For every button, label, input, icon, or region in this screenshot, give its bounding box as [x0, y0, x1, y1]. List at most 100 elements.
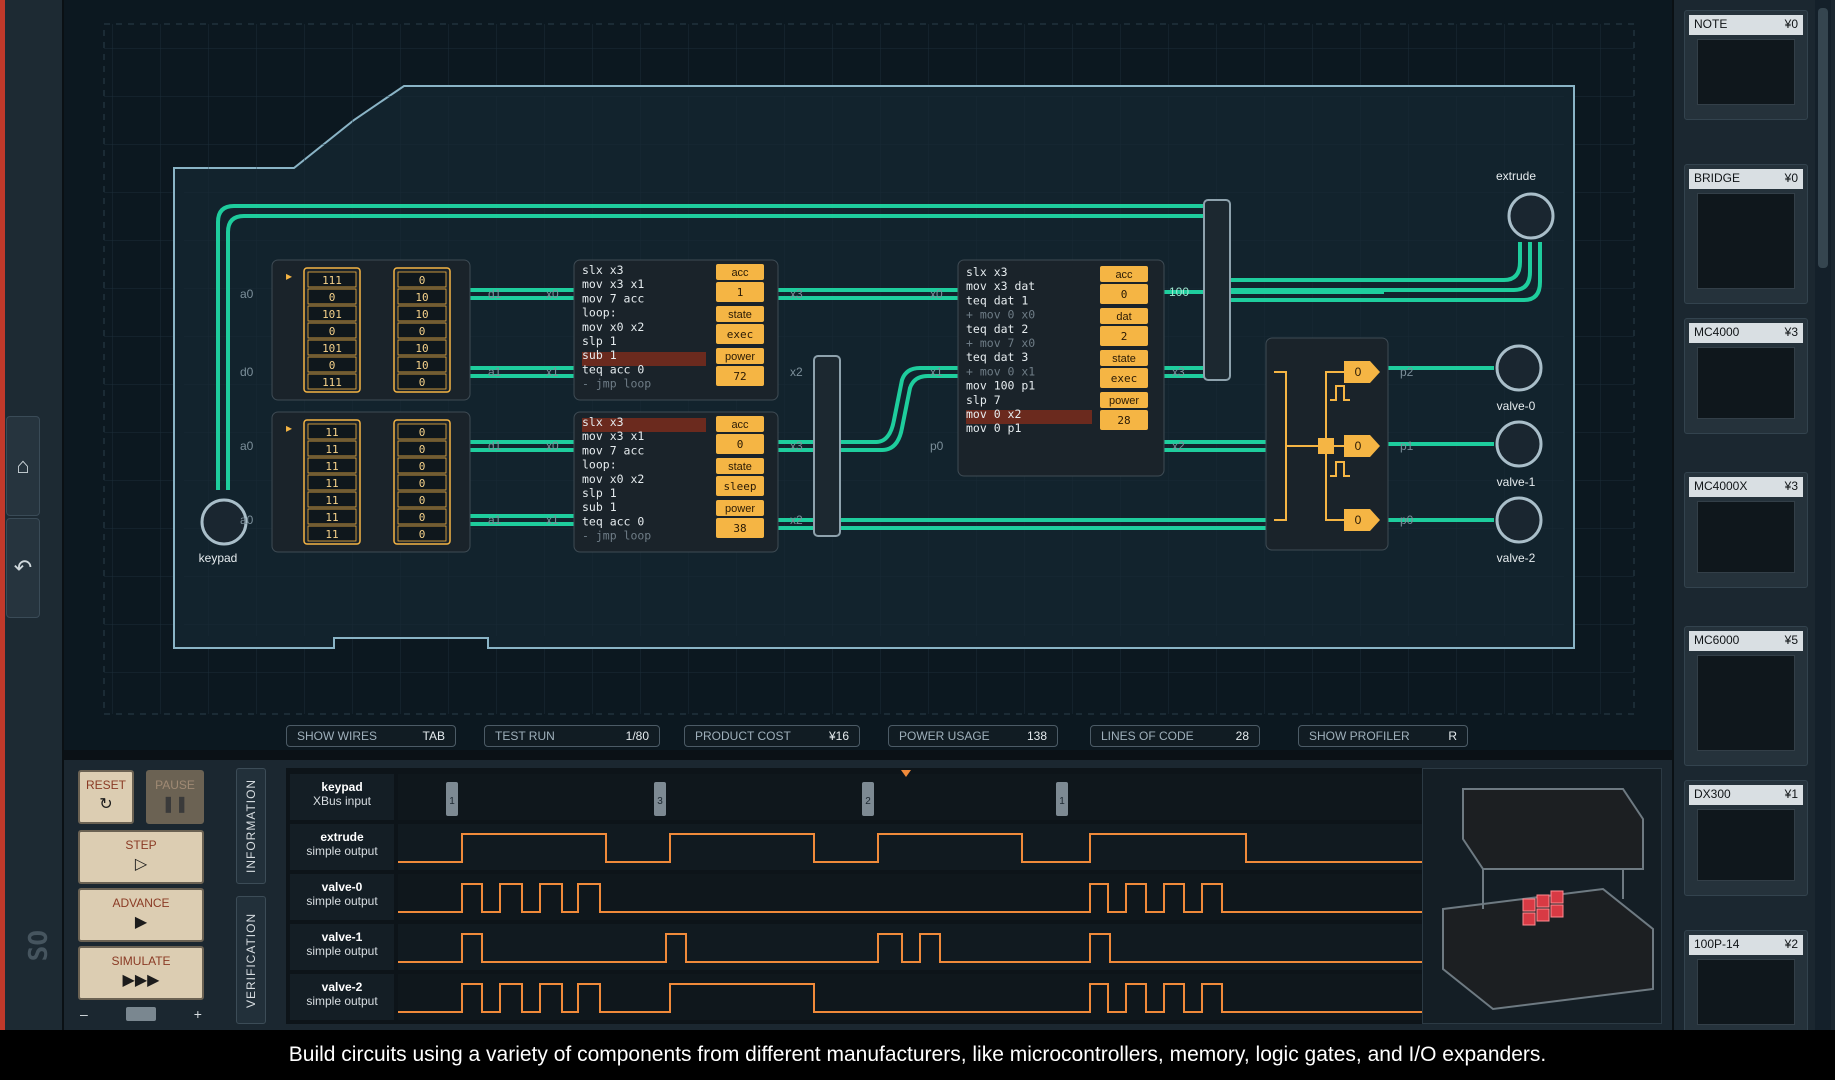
- signal-lane: [398, 874, 1422, 920]
- signal-type: simple output: [306, 894, 378, 908]
- palette-item-mc6000[interactable]: MC6000¥5: [1684, 626, 1808, 766]
- signal-name: valve-2: [321, 980, 363, 994]
- valve-2-pin[interactable]: [1495, 496, 1543, 544]
- code-line: teq acc 0: [582, 514, 644, 528]
- palette-item-name: NOTE: [1694, 17, 1728, 31]
- port-label: x3: [790, 287, 803, 301]
- register-value: 0: [1121, 288, 1128, 301]
- palette-item-mc4000x[interactable]: MC4000X¥3: [1684, 472, 1808, 588]
- register-value: exec: [1111, 372, 1138, 385]
- waveform-line: [398, 983, 1422, 1013]
- memory-value: 11: [325, 528, 338, 541]
- tab-verification[interactable]: VERIFICATION: [236, 896, 266, 1024]
- memory-value: 0: [419, 511, 426, 524]
- code-line: mov 7 acc: [582, 291, 644, 305]
- port-label: p1: [1400, 439, 1414, 453]
- extrude-pin[interactable]: [1507, 192, 1555, 240]
- register-label-box: [716, 306, 764, 322]
- register-label-box: [1100, 266, 1148, 282]
- memory-column: [303, 419, 361, 545]
- home-button[interactable]: ⌂: [6, 416, 40, 516]
- valve-1-pin[interactable]: [1495, 420, 1543, 468]
- stat-value: R: [1448, 729, 1457, 743]
- reset-button[interactable]: RESET↻: [78, 770, 134, 824]
- port-label: d1: [488, 287, 502, 301]
- register-value-box: [716, 366, 764, 386]
- port-label: a0: [240, 439, 254, 453]
- palette-item-dx300[interactable]: DX300¥1: [1684, 780, 1808, 896]
- palette-scrollbar[interactable]: [1815, 0, 1831, 1030]
- keypad-event-value: 1: [449, 796, 455, 807]
- signal-name: valve-0: [321, 880, 363, 894]
- port-label: x1: [546, 365, 559, 379]
- keypad-event-value: 1: [1059, 796, 1065, 807]
- keypad-event-value: 2: [865, 796, 871, 807]
- register-label-box: [1100, 308, 1148, 324]
- speed-slider[interactable]: – +: [80, 1006, 202, 1022]
- stat-label: POWER USAGE: [899, 729, 990, 743]
- memory-cell: [307, 440, 357, 457]
- memory-cell: [307, 525, 357, 542]
- valve-0-label: valve-0: [1497, 399, 1536, 413]
- stat-product-cost: PRODUCT COST¥16: [684, 725, 860, 747]
- code-line: slp 7: [966, 393, 1001, 407]
- palette-item-cost: ¥0: [1784, 17, 1798, 31]
- bridge[interactable]: [813, 355, 841, 537]
- palette-item-name: MC4000X: [1694, 479, 1748, 493]
- stat-show-profiler[interactable]: SHOW PROFILER R: [1298, 725, 1468, 747]
- memory-cell: [397, 525, 447, 542]
- register-label-box: [1100, 392, 1148, 408]
- code-line: mov x0 x2: [582, 472, 644, 486]
- scroll-thumb[interactable]: [1818, 8, 1828, 268]
- code-line: + mov 0 x0: [966, 308, 1035, 322]
- keypad-pin[interactable]: [200, 498, 248, 546]
- speed-minus[interactable]: –: [80, 1006, 88, 1022]
- palette-item-100p-14[interactable]: 100P-14¥2: [1684, 930, 1808, 1040]
- register-value: 1: [737, 286, 744, 299]
- palette-item-preview: [1697, 39, 1795, 105]
- memory-cell: [397, 356, 447, 373]
- palette-item-mc4000[interactable]: MC4000¥3: [1684, 318, 1808, 434]
- speed-thumb[interactable]: [125, 1007, 156, 1021]
- simulate-button[interactable]: SIMULATE▶▶▶: [78, 946, 204, 1000]
- register-label-box: [716, 348, 764, 364]
- memory-cell: [397, 305, 447, 322]
- code-line: slx x3: [966, 265, 1008, 279]
- palette-item-bridge[interactable]: BRIDGE¥0: [1684, 164, 1808, 304]
- palette-item-note[interactable]: NOTE ¥0: [1684, 10, 1808, 120]
- advance-button[interactable]: ADVANCE▶: [78, 888, 204, 942]
- stat-value: TAB: [422, 729, 445, 743]
- pause-button[interactable]: PAUSE❚❚: [146, 770, 204, 824]
- stat-label: SHOW PROFILER: [1309, 729, 1410, 743]
- register-value-box: [716, 476, 764, 496]
- logic-gate: [1344, 435, 1380, 457]
- register-name: state: [728, 309, 752, 321]
- undo-button[interactable]: ↶: [6, 518, 40, 618]
- valve-0-pin[interactable]: [1495, 344, 1543, 392]
- gate-value: 0: [1355, 365, 1362, 379]
- memory-value: 0: [329, 325, 336, 338]
- speed-plus[interactable]: +: [193, 1006, 202, 1022]
- step-button[interactable]: STEP▷: [78, 830, 204, 884]
- caption: Build circuits using a variety of compon…: [0, 1030, 1835, 1080]
- register-value: 0: [737, 438, 744, 451]
- register-label-box: [716, 500, 764, 516]
- tab-information[interactable]: INFORMATION: [236, 768, 266, 884]
- bridge[interactable]: [1203, 199, 1231, 381]
- register-label-box: [1100, 350, 1148, 366]
- memory-cell: [307, 457, 357, 474]
- memory-cell: [307, 373, 357, 390]
- register-name: state: [728, 461, 752, 473]
- memory-value: 10: [415, 291, 428, 304]
- memory-column: [393, 419, 451, 545]
- register-value-box: [716, 434, 764, 454]
- stat-label: LINES OF CODE: [1101, 729, 1194, 743]
- code-line: sub 1: [582, 500, 617, 514]
- advance-icon: ▶: [134, 914, 148, 931]
